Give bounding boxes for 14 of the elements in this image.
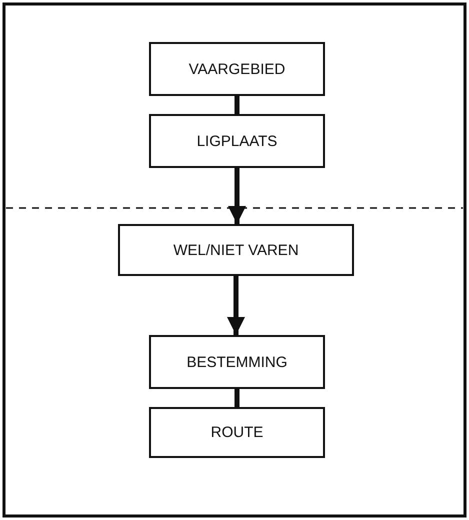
connector-line: [234, 96, 240, 114]
process-box: [149, 407, 325, 458]
arrow: [228, 168, 246, 224]
process-box: [149, 335, 325, 389]
process-box: [118, 224, 354, 276]
box-label: WEL/NIET VAREN: [173, 242, 299, 258]
box-label: LIGPLAATS: [196, 132, 278, 150]
process-box: [149, 42, 325, 96]
process-box: [149, 114, 325, 168]
connector-line: [234, 389, 240, 407]
box-label: ROUTE: [210, 424, 264, 441]
box-label: VAARGEBIED: [188, 60, 286, 78]
box-label: BESTEMMING: [186, 354, 288, 370]
arrow: [227, 276, 245, 335]
